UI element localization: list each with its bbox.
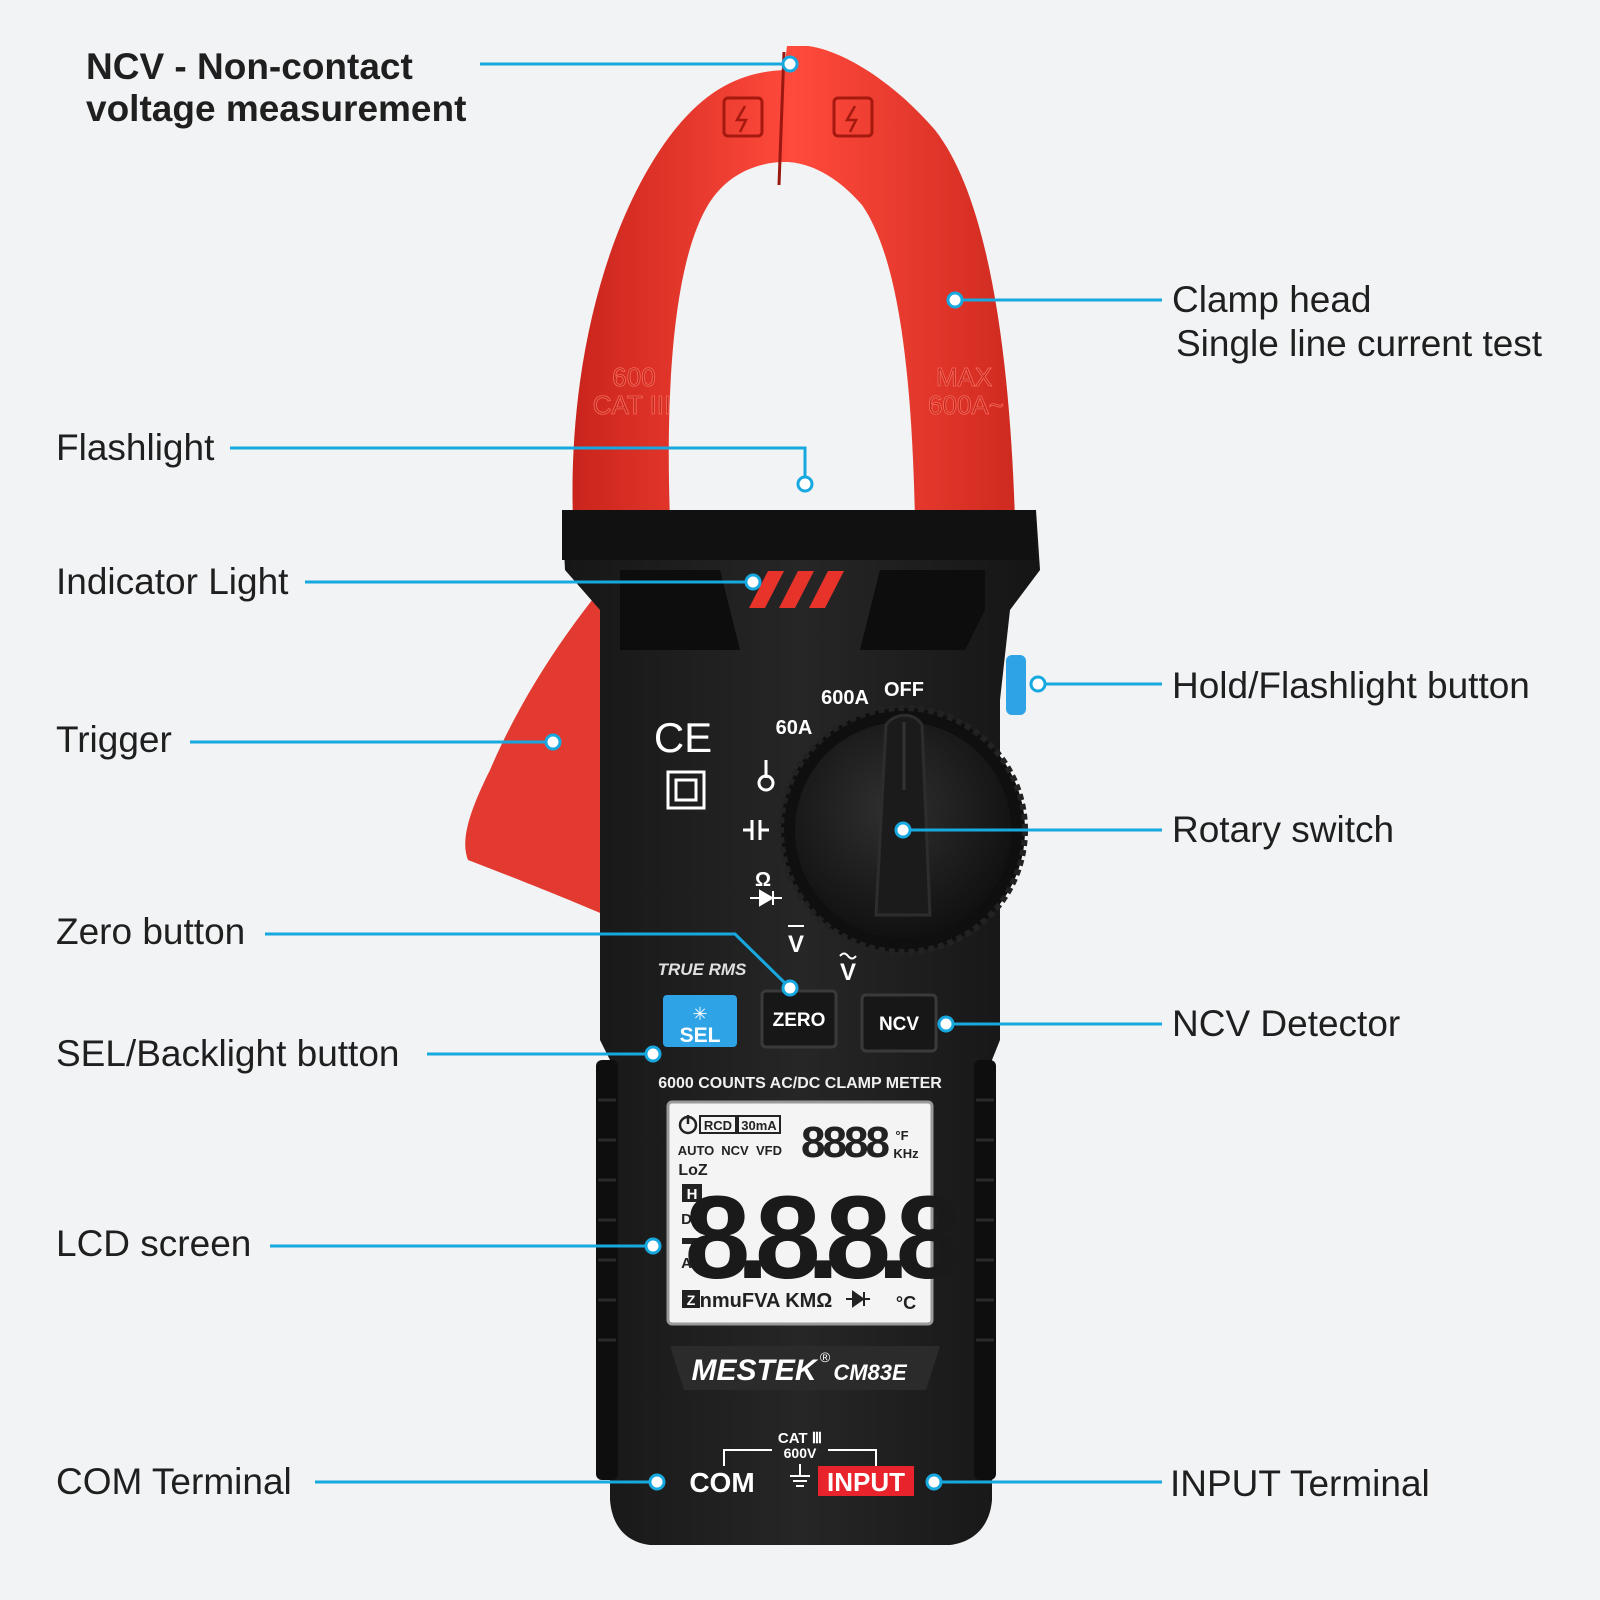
callout-ncv-line1: NCV - Non-contact	[86, 46, 413, 87]
lcd-degf: °F	[895, 1128, 908, 1143]
lcd-ac: AC	[681, 1255, 703, 1272]
lcd-main-digits: 8.8.8.8	[685, 1172, 958, 1304]
clamp-rating-right-amps: 600A~	[928, 390, 1004, 420]
callout-clamp-head-line1: Clamp head	[1172, 279, 1372, 320]
lcd-dc: DC	[681, 1211, 703, 1228]
diode-icon	[750, 889, 782, 907]
sun-icon: ✳	[692, 1004, 707, 1024]
lcd-khz: KHz	[893, 1146, 919, 1161]
cat-rating: CAT Ⅲ	[778, 1430, 822, 1447]
clamp-head: 600 CAT III MAX 600A~	[572, 46, 1015, 520]
thermometer-icon	[757, 760, 775, 792]
trigger	[465, 590, 605, 915]
callout-ncv-measurement: NCV - Non-contact voltage measurement	[86, 46, 466, 130]
registered-mark: ®	[820, 1349, 831, 1365]
callout-lcd-screen: LCD screen	[56, 1223, 252, 1264]
callout-sel-backlight: SEL/Backlight button	[56, 1033, 400, 1074]
dial-ac-v-label: V	[840, 959, 856, 986]
lcd-small-digits: 8888	[801, 1118, 889, 1167]
input-terminal-label: INPUT	[827, 1467, 905, 1497]
ncv-button-label: NCV	[879, 1014, 919, 1035]
callout-indicator-light: Indicator Light	[56, 561, 289, 602]
double-insulation-icon	[666, 770, 706, 810]
capacitor-icon	[743, 820, 769, 840]
cat-voltage: 600V	[784, 1445, 817, 1461]
callout-rotary-switch: Rotary switch	[1172, 809, 1395, 850]
zero-button[interactable]: ZERO	[760, 989, 838, 1049]
dial-off-label: OFF	[884, 679, 924, 701]
clamp-rating-right: MAX	[936, 362, 992, 392]
lcd-degc: °C	[896, 1293, 916, 1313]
sel-button-label: SEL	[680, 1024, 721, 1047]
lcd-z: Z	[687, 1292, 696, 1308]
model-description: 6000 COUNTS AC/DC CLAMP METER	[658, 1075, 942, 1092]
lcd-screen: RCD 30mA AUTO NCV VFD 8888 °F KHz LoZ H …	[666, 1100, 972, 1326]
ncv-button[interactable]: NCV	[860, 993, 938, 1053]
zero-button-label: ZERO	[773, 1010, 826, 1031]
ce-mark: CE	[654, 714, 712, 761]
brand-name: MESTEK	[691, 1354, 818, 1387]
dial-600a-label: 600A	[821, 687, 869, 709]
lcd-loz: LoZ	[678, 1162, 708, 1179]
callout-hold-flashlight: Hold/Flashlight button	[1172, 665, 1530, 706]
callout-zero-button: Zero button	[56, 911, 246, 952]
lcd-auto: AUTO	[678, 1143, 715, 1158]
indicator-light	[749, 571, 844, 608]
callout-clamp-head: Clamp head Single line current test	[1172, 278, 1542, 366]
model-name: CM83E	[833, 1360, 908, 1385]
lcd-30ma: 30mA	[741, 1118, 777, 1133]
lcd-vfd: VFD	[756, 1143, 782, 1158]
lcd-hold: H	[687, 1186, 698, 1203]
callout-input-terminal: INPUT Terminal	[1170, 1463, 1430, 1504]
leader-lines	[190, 62, 1162, 1484]
dial-60a-label: 60A	[776, 717, 813, 739]
dial-dc-v-label: V	[788, 931, 804, 958]
clamp-rating-left: 600	[612, 362, 655, 392]
leader-endpoints	[544, 55, 1047, 1491]
ground-icon	[790, 1464, 810, 1487]
lcd-diode-icon	[846, 1290, 870, 1308]
com-terminal-label: COM	[689, 1467, 754, 1498]
clamp-rating-left-cat: CAT III	[593, 390, 672, 420]
callout-trigger: Trigger	[56, 719, 172, 760]
lightning-icon	[722, 96, 764, 138]
callout-ncv-detector: NCV Detector	[1172, 1003, 1401, 1044]
lcd-units: nmuFVA KMΩ	[700, 1290, 833, 1312]
callout-clamp-head-line2: Single line current test	[1176, 323, 1543, 364]
sel-backlight-button[interactable]: ✳ SEL	[663, 995, 737, 1047]
dial-ohm-label: Ω	[755, 869, 771, 891]
lightning-icon	[832, 96, 874, 138]
true-rms-label: TRUE RMS	[658, 960, 747, 979]
callout-ncv-line2: voltage measurement	[86, 88, 467, 129]
callout-flashlight: Flashlight	[56, 427, 215, 468]
hold-flashlight-button[interactable]	[1006, 655, 1026, 715]
lcd-rcd: RCD	[704, 1118, 732, 1133]
callout-com-terminal: COM Terminal	[56, 1461, 292, 1502]
lcd-ncv: NCV	[721, 1143, 749, 1158]
